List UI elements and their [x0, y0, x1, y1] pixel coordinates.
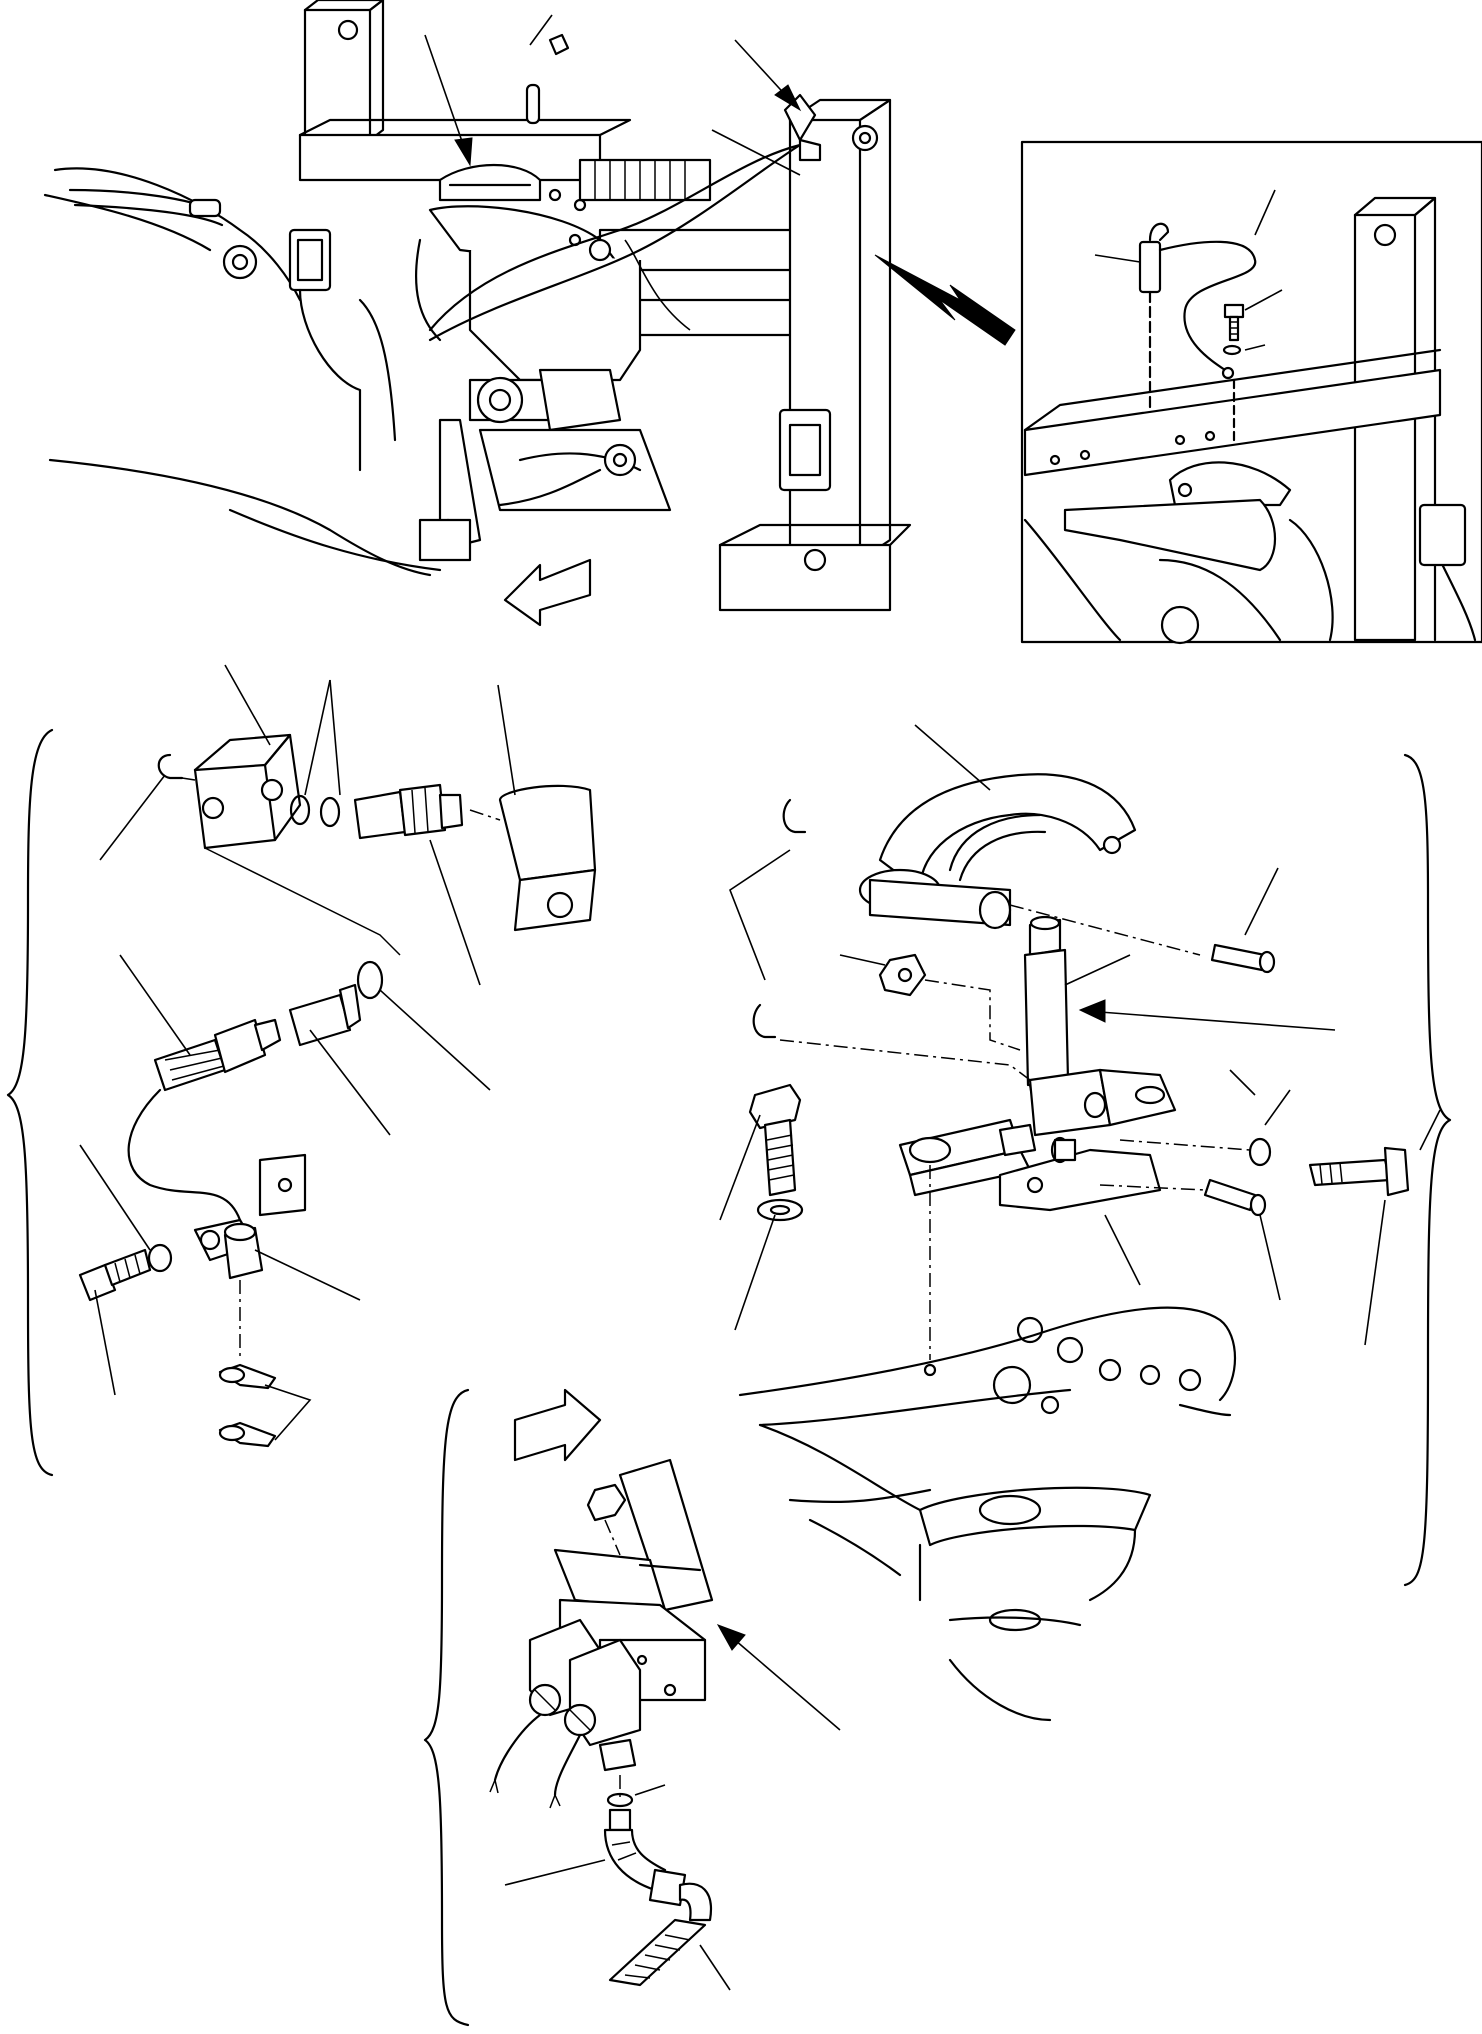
lift-bracket-exploded — [719, 724, 1452, 1722]
solenoid-valve-exploded — [423, 1388, 841, 2027]
hydraulic-coupling-exploded — [6, 664, 597, 1477]
callout-arrow-icon — [716, 1624, 841, 1731]
callout-arrow-icon — [734, 39, 802, 112]
lift-linkage-detail-inset — [1020, 140, 1482, 645]
direction-arrow-icon — [513, 1388, 602, 1462]
callout-arrow-icon — [1078, 999, 1336, 1031]
view-arrow-icon — [874, 254, 1016, 346]
direction-arrow-icon — [503, 558, 592, 627]
callout-arrow-icon — [424, 34, 473, 167]
hitch-assembly-overview — [43, 0, 1016, 627]
spring-pack — [578, 158, 712, 202]
